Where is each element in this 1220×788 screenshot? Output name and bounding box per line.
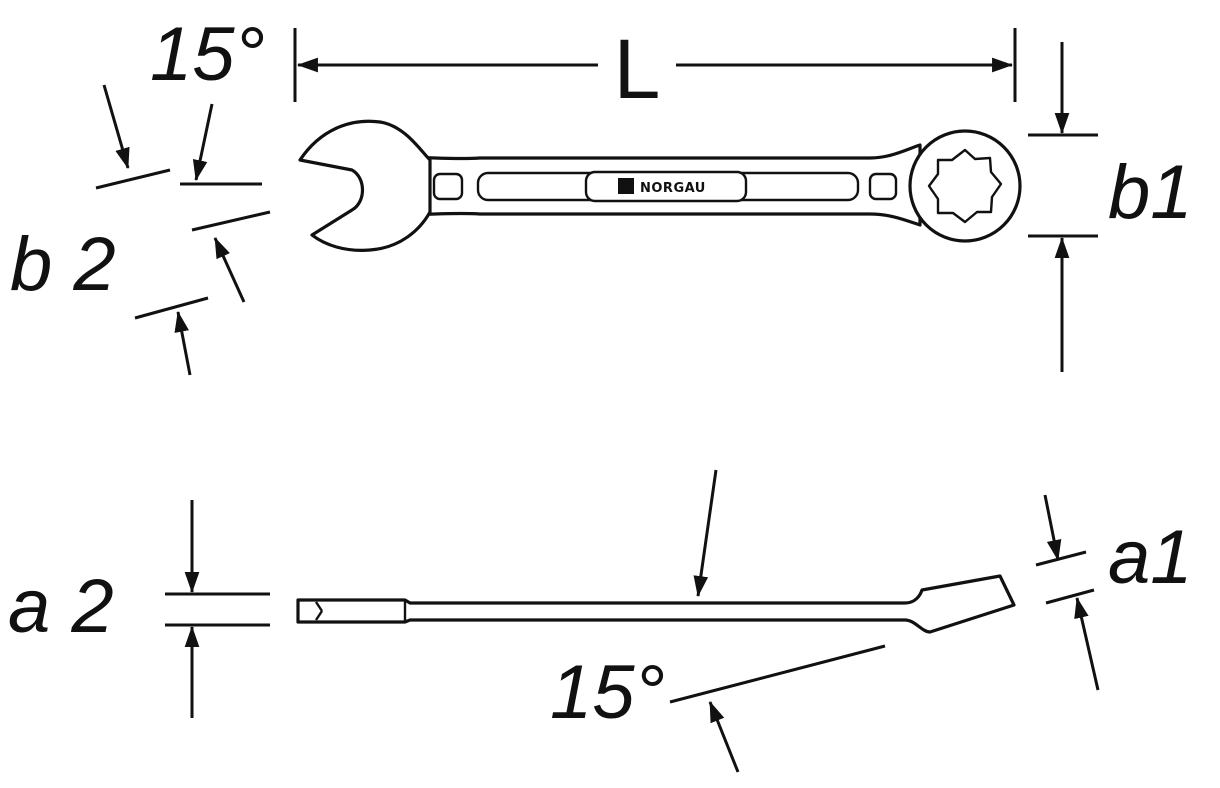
open-end-head: [298, 119, 432, 252]
angle-top-label: 15°: [150, 12, 265, 97]
open-end-thickness-label: a 2: [8, 564, 114, 649]
handle-recess-left-small: [432, 172, 464, 201]
dimension-bottom-angle: 15°: [550, 469, 886, 773]
ring-twelve-point-socket: [927, 148, 1003, 224]
open-end-width-label: b 2: [10, 222, 116, 307]
brand-logo-square: [618, 178, 634, 194]
dimension-length: L: [293, 22, 1017, 116]
angle-bottom-label: 15°: [550, 650, 665, 735]
dimension-open-end-width: b 2: [10, 84, 271, 376]
length-label: L: [614, 22, 661, 116]
brand-name: NORGAU: [640, 181, 706, 196]
side-view-body: [296, 574, 1016, 634]
handle-recess-right-small: [868, 172, 898, 201]
dimension-open-end-thickness: a 2: [8, 500, 270, 718]
ring-end-thickness-label: a1: [1108, 515, 1193, 600]
wrench-side-view: [296, 574, 1016, 634]
wrench-top-view: NORGAU: [298, 119, 1022, 252]
ring-end-width-label: b1: [1108, 150, 1193, 235]
dimension-ring-end-width: b1: [1028, 42, 1193, 372]
dimension-ring-end-thickness: a1: [1035, 494, 1193, 691]
